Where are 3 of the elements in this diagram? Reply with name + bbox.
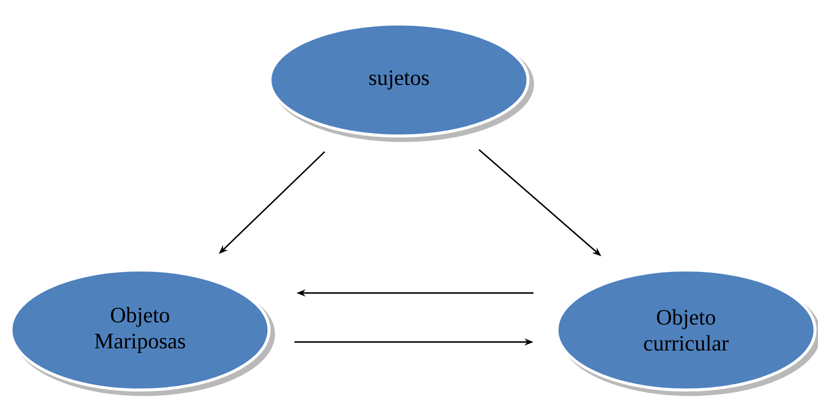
- ellipse-node: sujetos: [268, 22, 534, 142]
- ellipse-node: Objeto Mariposas: [10, 268, 275, 396]
- ellipse-node: Objeto curricular: [556, 268, 818, 396]
